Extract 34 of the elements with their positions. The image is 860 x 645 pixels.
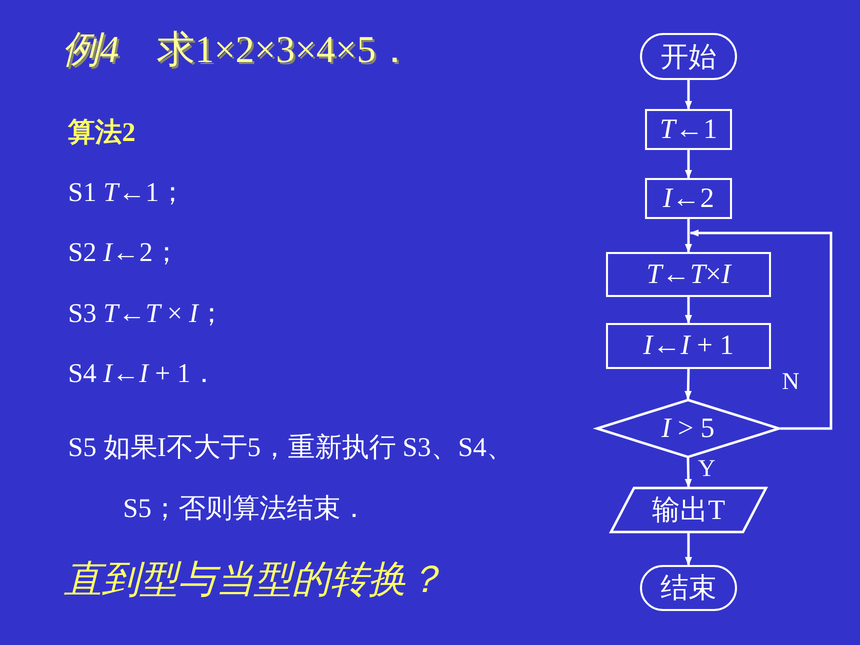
- node-text: 开始: [660, 40, 716, 74]
- terminal-box: [640, 565, 737, 611]
- node-text: T←T×I: [646, 258, 731, 290]
- algorithm-step: S2 I←2；: [68, 236, 180, 268]
- flow-arrow: [684, 150, 692, 179]
- flow-arrow: [684, 297, 692, 324]
- edge-label: Y: [698, 456, 716, 483]
- process-box: [606, 323, 771, 369]
- edge-label: N: [782, 369, 800, 396]
- process-box: [645, 109, 732, 150]
- algorithm-step: S4 I←I + 1．: [68, 357, 218, 390]
- node-text: 输出T: [652, 494, 726, 528]
- flow-arrow: [684, 219, 692, 253]
- flow-arrow: [684, 368, 692, 400]
- terminal-box: [640, 33, 737, 80]
- node-text: T←1: [660, 114, 718, 146]
- node-text: 结束: [660, 572, 716, 606]
- question-text: 直到型与当型的转换？: [64, 558, 444, 603]
- flow-arrow: [684, 533, 692, 566]
- decision-diamond: [596, 399, 780, 458]
- node-text: I←I + 1: [643, 330, 734, 362]
- algorithm-step: S5 如果I不大于5，重新执行 S3、S4、S5；否则算法结束．: [68, 417, 563, 538]
- algorithm-step: S3 T←T × I；: [68, 297, 226, 330]
- algorithm-heading: 算法2: [68, 116, 136, 148]
- node-text: I←2: [662, 182, 714, 214]
- process-box: [645, 178, 732, 219]
- flow-arrow: [690, 229, 832, 430]
- io-parallelogram: [610, 487, 767, 533]
- flow-arrow: [684, 80, 692, 110]
- node-text: I > 5: [661, 412, 715, 444]
- flow-arrow: [684, 458, 692, 488]
- algorithm-step: S1 T←1；: [68, 176, 186, 208]
- slide-title: 例4 求1×2×3×4×5．: [62, 28, 414, 73]
- process-box: [606, 252, 771, 297]
